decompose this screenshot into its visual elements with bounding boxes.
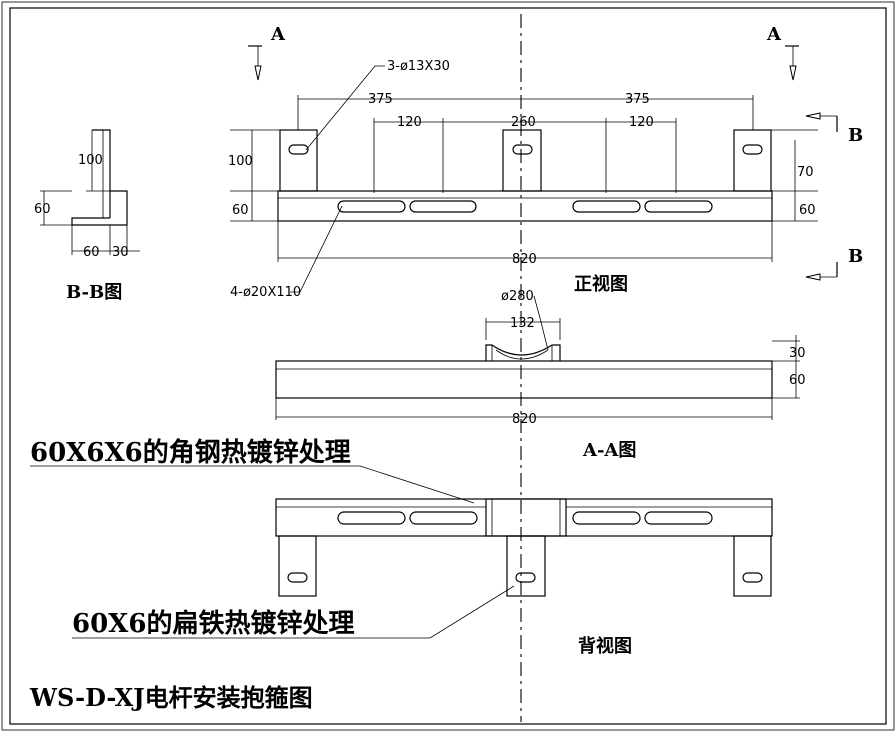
section-mark-a-right — [785, 45, 799, 81]
aa-dim-132: 132 — [510, 316, 535, 331]
front-tab-right — [733, 129, 772, 192]
back-tab-center — [506, 535, 546, 597]
section-mark-a-left — [248, 45, 262, 81]
back-slot-4 — [644, 511, 713, 525]
dim-hole-note: 3-ø13X30 — [387, 59, 450, 74]
back-hole-left — [287, 572, 308, 583]
label-bb-view: B-B图 — [66, 282, 122, 303]
note-angle-steel: 60X6X6的角钢热镀锌处理 — [30, 437, 351, 468]
drawing-title: WS-D-XJ电杆安装抱箍图 — [29, 683, 313, 712]
back-hole-right — [742, 572, 763, 583]
mark-a-right: A — [766, 24, 782, 45]
aa-view — [275, 295, 800, 420]
label-back-view: 背视图 — [578, 635, 632, 657]
front-bar — [277, 190, 773, 222]
note-flat-iron: 60X6的扁铁热镀锌处理 — [72, 608, 354, 639]
front-tab-center — [502, 129, 542, 192]
section-mark-b-top — [805, 112, 838, 132]
angle-steel-leader — [30, 465, 475, 504]
aa-dim-820: 820 — [512, 412, 537, 427]
dim-820-front-label: 820 — [512, 252, 537, 267]
front-slot-2 — [409, 200, 477, 213]
dim-70: 70 — [797, 165, 814, 180]
back-slot-1 — [337, 511, 406, 525]
flat-iron-leader — [72, 585, 515, 639]
mark-b-top: B — [848, 125, 863, 146]
dim-375-left: 375 — [368, 92, 393, 107]
section-mark-b-bottom — [805, 262, 838, 281]
aa-dia-leader — [533, 295, 549, 351]
front-slot-4 — [644, 200, 713, 213]
dim-60-right: 60 — [799, 203, 816, 218]
back-slot-2 — [409, 511, 478, 525]
bb-dim-60-w: 60 — [83, 245, 100, 260]
front-hole-right — [742, 144, 763, 155]
front-slot-3 — [572, 200, 641, 213]
aa-dim-dia: ø280 — [501, 289, 534, 304]
dim-100-front: 100 — [228, 154, 253, 169]
back-bar — [275, 498, 773, 537]
front-slot-1 — [337, 200, 406, 213]
front-tab-left — [279, 129, 318, 192]
aa-dim-60: 60 — [789, 373, 806, 388]
dim-260: 260 — [511, 115, 536, 130]
label-front-view: 正视图 — [574, 273, 628, 295]
dim-slot-note: 4-ø20X110 — [230, 285, 301, 300]
front-view — [230, 65, 818, 293]
aa-bar — [275, 360, 773, 399]
back-hole-center — [515, 572, 536, 583]
mark-b-bottom: B — [848, 246, 863, 267]
bb-view — [40, 129, 140, 255]
aa-dim-30: 30 — [789, 346, 806, 361]
bb-dim-30: 30 — [112, 245, 129, 260]
label-aa-view: A-A图 — [582, 440, 636, 461]
back-tab-right — [733, 535, 772, 597]
dim-120-left: 120 — [397, 115, 422, 130]
bb-dim-100: 100 — [78, 153, 103, 168]
dim-60-left: 60 — [232, 203, 249, 218]
dim-375-right: 375 — [625, 92, 650, 107]
back-center-plate — [485, 498, 567, 537]
back-slot-3 — [572, 511, 641, 525]
mark-a-left: A — [270, 24, 286, 45]
back-tab-left — [278, 535, 317, 597]
bb-dim-60-h: 60 — [34, 202, 51, 217]
front-hole-center — [512, 144, 533, 155]
dim-120-right: 120 — [629, 115, 654, 130]
inner-frame — [9, 7, 887, 725]
front-hole-left — [288, 144, 309, 155]
hole-leader — [305, 65, 385, 151]
slot-leader — [290, 205, 343, 293]
back-view — [30, 465, 773, 639]
bb-angle-profile — [71, 129, 128, 226]
